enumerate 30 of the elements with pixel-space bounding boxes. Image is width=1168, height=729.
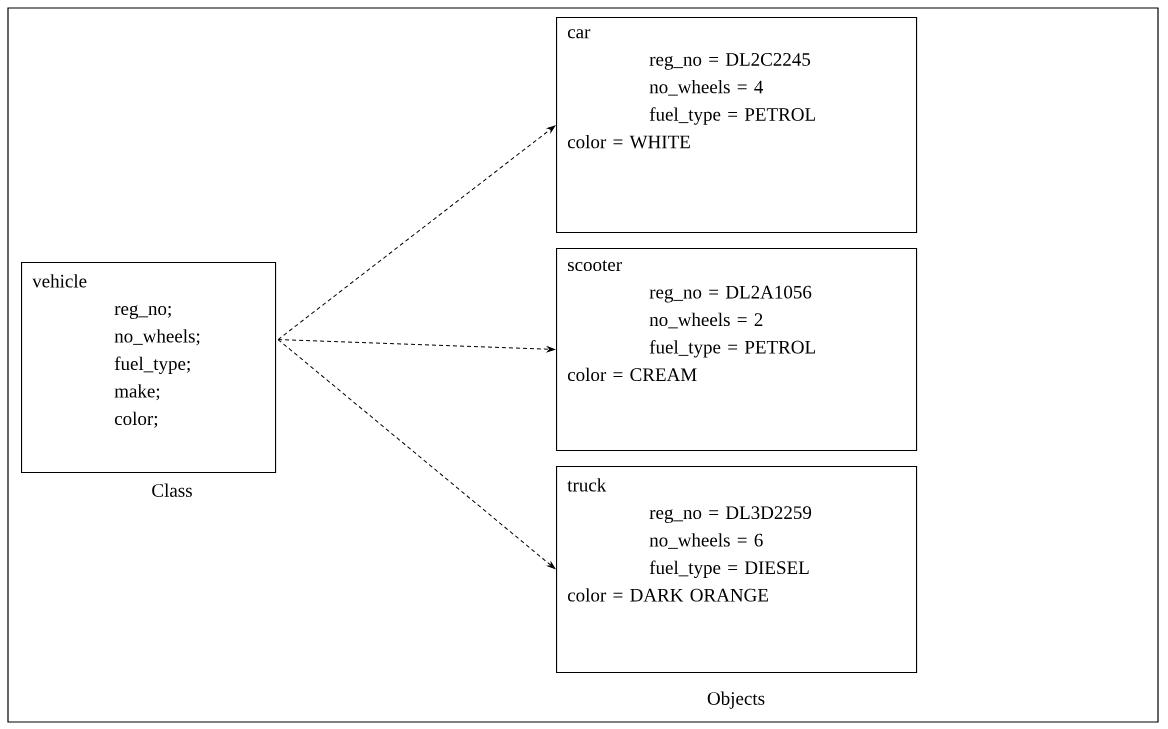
class-name: vehicle: [32, 274, 87, 288]
class-box: [21, 262, 277, 474]
object-box: [556, 466, 918, 674]
object-name: truck: [567, 478, 607, 492]
dashed-arrow: [277, 339, 556, 570]
caption-text: Objects: [707, 691, 765, 709]
dashed-arrow: [277, 125, 556, 341]
attribute-line: color = CREAM: [567, 367, 697, 382]
attribute-line: color = DARK ORANGE: [567, 588, 768, 602]
object-box: [556, 248, 918, 452]
attribute-line: fuel_type = PETROL: [649, 340, 815, 358]
attribute-line: fuel_type = DIESEL: [649, 560, 809, 578]
attribute-line: reg_no = DL2C2245: [649, 53, 811, 70]
attribute-line: no_wheels = 2: [649, 312, 763, 329]
object-box: [556, 17, 918, 234]
attribute-line: color;: [114, 411, 158, 428]
attribute-line: fuel_type;: [114, 356, 190, 374]
attribute-line: no_wheels = 4: [649, 79, 764, 96]
attribute-line: make;: [114, 384, 160, 401]
attribute-line: reg_no = DL2A1056: [649, 285, 812, 303]
attribute-line: no_wheels;: [114, 329, 200, 346]
object-name: car: [567, 29, 591, 39]
attribute-line: no_wheels = 6: [649, 533, 763, 549]
object-name: scooter: [568, 260, 622, 272]
attribute-line: reg_no = DL3D2259: [649, 506, 812, 523]
attribute-line: color = WHITE: [567, 134, 690, 149]
attribute-line: fuel_type = PETROL: [649, 107, 815, 125]
attribute-line: reg_no;: [114, 305, 171, 319]
dashed-arrow: [277, 339, 555, 353]
caption-text: Class: [152, 483, 192, 497]
